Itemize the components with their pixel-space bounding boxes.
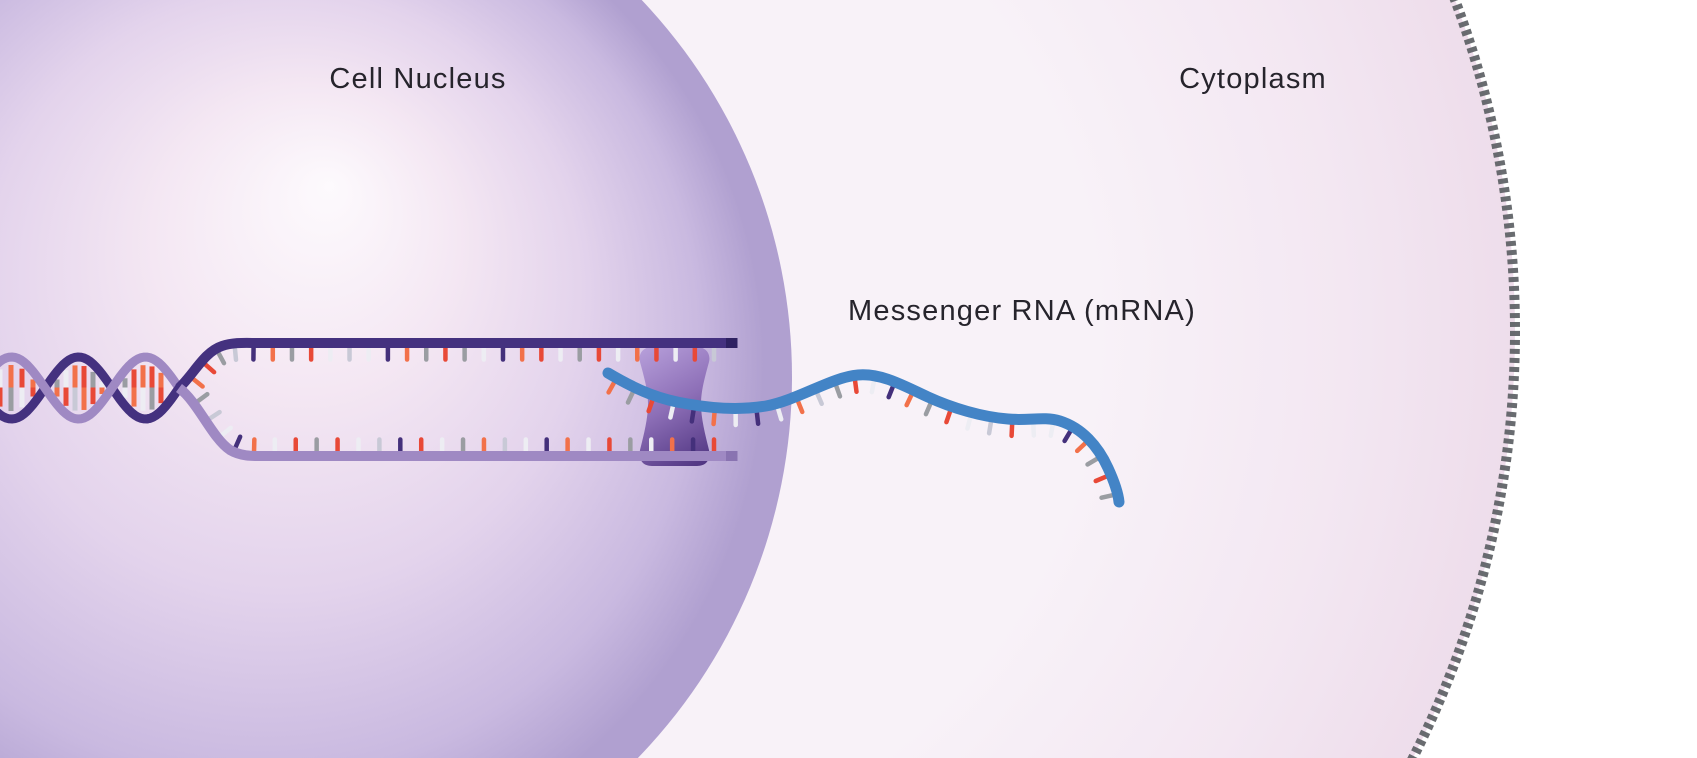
dna-helix-strand-dark-front xyxy=(142,382,185,424)
base-tick xyxy=(190,376,205,389)
base-tick xyxy=(923,400,933,417)
base-tick xyxy=(1093,474,1110,484)
base-tick xyxy=(606,379,617,395)
base-tick xyxy=(754,409,761,426)
dna-bottom-strand-endcap xyxy=(726,451,738,461)
base-tick xyxy=(194,391,210,405)
base-tick xyxy=(833,382,843,399)
base-tick xyxy=(215,349,227,366)
dna-top-strand xyxy=(175,337,726,392)
base-tick xyxy=(232,344,239,363)
base-tick xyxy=(1099,492,1116,500)
dna-top-strand-bases xyxy=(190,344,717,389)
dna-bottom-strand-bases xyxy=(194,391,717,455)
base-tick xyxy=(1062,428,1073,444)
base-tick xyxy=(625,389,636,405)
mrna-label: Messenger RNA (mRNA) xyxy=(848,295,1196,327)
base-tick xyxy=(904,392,915,408)
mrna-bases xyxy=(606,377,1116,500)
base-tick xyxy=(1085,456,1101,467)
base-tick xyxy=(1009,421,1015,439)
base-tick xyxy=(775,405,784,422)
dna-base-pairs xyxy=(0,365,164,411)
dna-top-strand-endcap xyxy=(726,338,738,348)
base-tick xyxy=(886,383,896,400)
base-tick xyxy=(202,361,217,375)
base-tick xyxy=(852,377,859,395)
cytoplasm-label: Cytoplasm xyxy=(1179,63,1327,95)
base-tick xyxy=(814,390,824,407)
base-tick xyxy=(711,409,717,427)
base-tick xyxy=(795,398,805,415)
base-tick xyxy=(986,419,994,436)
nucleus-label: Cell Nucleus xyxy=(329,63,506,95)
mrna-strand xyxy=(602,367,1125,508)
base-tick xyxy=(206,409,222,422)
base-tick xyxy=(668,403,676,420)
dna-bottom-strand xyxy=(175,383,726,462)
dna-helix-strand-light xyxy=(0,352,185,424)
base-tick xyxy=(1048,421,1056,438)
base-tick xyxy=(232,434,243,451)
base-tick xyxy=(689,407,696,424)
dna-double-helix xyxy=(0,352,185,424)
base-tick xyxy=(218,425,233,439)
base-tick xyxy=(965,414,973,431)
base-tick xyxy=(944,408,953,425)
nucleus-circle xyxy=(0,0,792,758)
base-tick xyxy=(1031,421,1037,438)
base-tick xyxy=(646,397,655,414)
base-tick xyxy=(1074,440,1089,454)
cell-membrane-icon xyxy=(1407,0,1520,758)
base-tick xyxy=(869,378,877,395)
